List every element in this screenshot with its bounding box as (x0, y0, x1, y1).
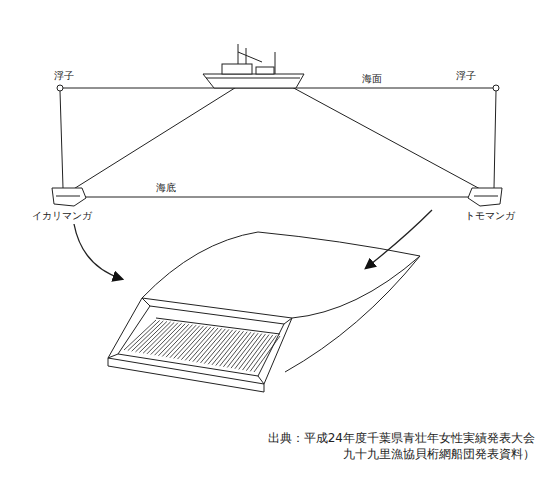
dredge-tooth (254, 336, 280, 372)
ikari-manga-icon (52, 188, 86, 206)
dredge-tooth (239, 334, 266, 369)
dredge-tooth (250, 336, 276, 372)
boat (203, 44, 304, 88)
sea-bottom-label: 海底 (155, 182, 177, 194)
part-name: イカリマンガ (31, 210, 93, 222)
dredge-tooth (231, 333, 258, 368)
dredge-tooth (220, 332, 248, 366)
source-caption: 出典：平成24年度千葉県青壮年女性実績発表大会 九十九里漁協貝桁網船団発表資料） (190, 430, 535, 462)
dredge-tooth (197, 329, 226, 362)
dredge-tooth (246, 335, 272, 371)
dredge-tooth (208, 330, 236, 364)
dredge-tooth (181, 327, 210, 360)
dredge-tooth (212, 331, 240, 365)
buoy (57, 85, 63, 91)
float-label: 浮子 (455, 70, 477, 82)
pointer-arrow (74, 224, 122, 279)
dredge-tooth (204, 330, 232, 364)
dredge-tooth (162, 325, 192, 357)
dredge-tooth (235, 334, 262, 369)
dredge-tooth (174, 326, 204, 358)
tomo-manga-icon (468, 188, 502, 206)
manga-detail (474, 196, 498, 197)
dredge-tooth (166, 325, 196, 357)
pointer-arrow (366, 210, 432, 268)
sea-surface-label: 海面 (361, 73, 383, 85)
dredge-tooth (178, 327, 208, 359)
buoy-rope (60, 91, 63, 188)
dredge-tooth (189, 328, 218, 361)
dredge-tooth (216, 331, 244, 365)
dredge-frame (108, 298, 292, 392)
buoy (493, 85, 499, 91)
tow-rope (290, 86, 482, 190)
manga-detail (56, 196, 80, 197)
dredge-tooth (193, 328, 222, 361)
dredge-teeth (124, 320, 280, 372)
dredge-tooth (227, 333, 254, 368)
dredge-tooth (170, 326, 200, 358)
float-label: 浮子 (53, 70, 75, 82)
dredge-tooth (223, 332, 250, 367)
part-name: トモマンガ (464, 210, 516, 222)
dredge-tooth (185, 328, 214, 361)
sea-bottom-line (82, 197, 474, 198)
tow-rope (72, 86, 238, 190)
dredge-tooth (243, 335, 270, 370)
dredge-tooth (200, 329, 228, 363)
buoy-rope (494, 91, 496, 188)
